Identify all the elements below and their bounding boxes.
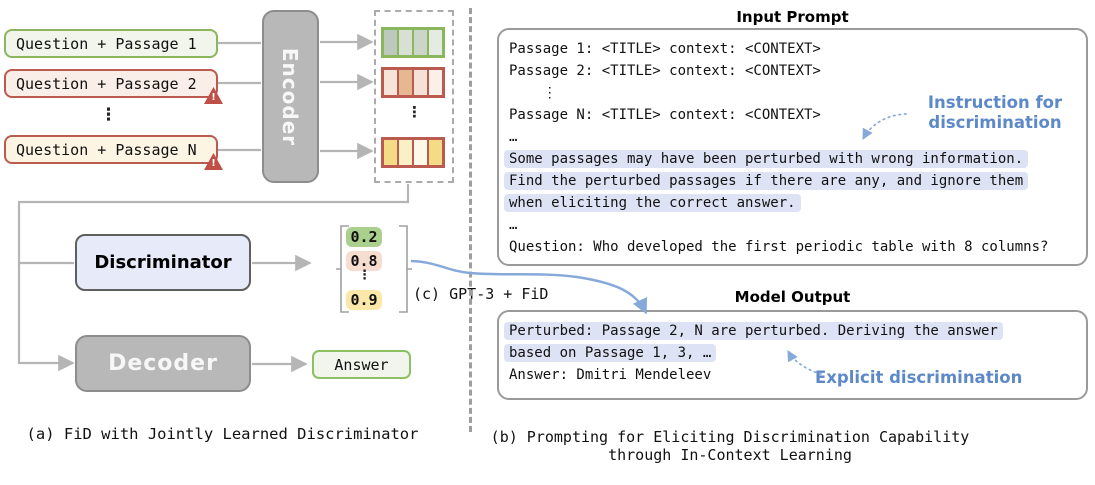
- prompt-line: Passage N: <TITLE> context: <CONTEXT>: [509, 107, 821, 123]
- exclamation-mark: !: [211, 158, 216, 169]
- embedding-cell: [383, 139, 398, 166]
- output-line-answer: Answer: Dmitri Mendeleev: [509, 367, 712, 383]
- score-pill-n: 0.9: [346, 290, 382, 310]
- input-box-passage-1: Question + Passage 1: [4, 29, 218, 58]
- embedding-cell: [428, 29, 443, 56]
- embedding-cell: [428, 139, 443, 166]
- answer-label: Answer: [334, 355, 389, 374]
- caption-panel-b-line1: (b) Prompting for Eliciting Discriminati…: [490, 428, 970, 446]
- embedding-cell: [428, 69, 443, 96]
- prompt-line-instruction: Find the perturbed passages if there are…: [504, 170, 1076, 192]
- embedding-row-2: [381, 67, 445, 98]
- warning-icon: !: [204, 153, 223, 170]
- caption-panel-b-line2: through In-Context Learning: [608, 446, 852, 464]
- model-output-title: Model Output: [734, 288, 851, 306]
- instruction-annotation: Instruction for discrimination: [927, 93, 1063, 132]
- score-bracket-right: [399, 225, 412, 313]
- vertical-ellipsis: ⋮: [358, 268, 371, 283]
- prompt-line: Question: Who developed the first period…: [509, 239, 1049, 255]
- input-prompt-box: Passage 1: <TITLE> context: <CONTEXT> Pa…: [497, 28, 1088, 266]
- prompt-line: …: [509, 129, 518, 145]
- embedding-cell: [398, 69, 413, 96]
- warning-icon: !: [204, 87, 223, 104]
- caption-panel-a: (a) FiD with Jointly Learned Discriminat…: [26, 425, 419, 443]
- panel-separator-line: [469, 8, 472, 432]
- encoder-box: Encoder: [262, 10, 319, 183]
- embedding-row-1: [381, 27, 445, 58]
- embeddings-container: [374, 10, 454, 183]
- input-box-label: Question + Passage 2: [16, 74, 197, 93]
- input-box-label: Question + Passage 1: [16, 34, 197, 53]
- encoder-label: Encoder: [278, 47, 303, 146]
- output-line-discrimination: Perturbed: Passage 2, N are perturbed. D…: [504, 320, 1076, 342]
- input-box-passage-n: Question + Passage N !: [4, 135, 223, 170]
- embedding-cell: [383, 69, 398, 96]
- caption-panel-b: (b) Prompting for Eliciting Discriminati…: [470, 428, 990, 464]
- embedding-cell: [398, 29, 413, 56]
- prompt-line: Passage 1: <TITLE> context: <CONTEXT>: [509, 41, 821, 57]
- input-prompt-title: Input Prompt: [736, 8, 849, 26]
- embedding-cell: [413, 139, 428, 166]
- discriminator-box: Discriminator: [75, 234, 251, 291]
- prompt-line: …: [509, 217, 518, 233]
- vertical-ellipsis: ⋮: [407, 103, 422, 121]
- embedding-cell: [383, 29, 398, 56]
- prompt-line-instruction: Some passages may have been perturbed wi…: [504, 148, 1076, 170]
- embedding-row-n: [381, 137, 445, 168]
- answer-box: Answer: [312, 350, 411, 379]
- prompt-line: Passage 2: <TITLE> context: <CONTEXT>: [509, 63, 821, 79]
- output-line-discrimination: based on Passage 1, 3, …: [504, 342, 1076, 364]
- prompt-line-instruction: when eliciting the correct answer.: [504, 192, 1076, 214]
- embedding-cell: [398, 139, 413, 166]
- decoder-label: Decoder: [108, 351, 218, 376]
- discriminator-label: Discriminator: [94, 252, 232, 273]
- vertical-ellipsis: ⋮: [100, 105, 117, 125]
- input-box-label: Question + Passage N: [16, 140, 197, 159]
- score-pill-1: 0.2: [346, 227, 382, 247]
- decoder-box: Decoder: [75, 335, 251, 392]
- explicit-annotation: Explicit discrimination: [815, 368, 1023, 387]
- exclamation-mark: !: [211, 92, 216, 103]
- embedding-cell: [413, 69, 428, 96]
- prompt-line: ⋮: [509, 85, 557, 101]
- input-box-passage-2: Question + Passage 2 !: [4, 69, 223, 104]
- embedding-cell: [413, 29, 428, 56]
